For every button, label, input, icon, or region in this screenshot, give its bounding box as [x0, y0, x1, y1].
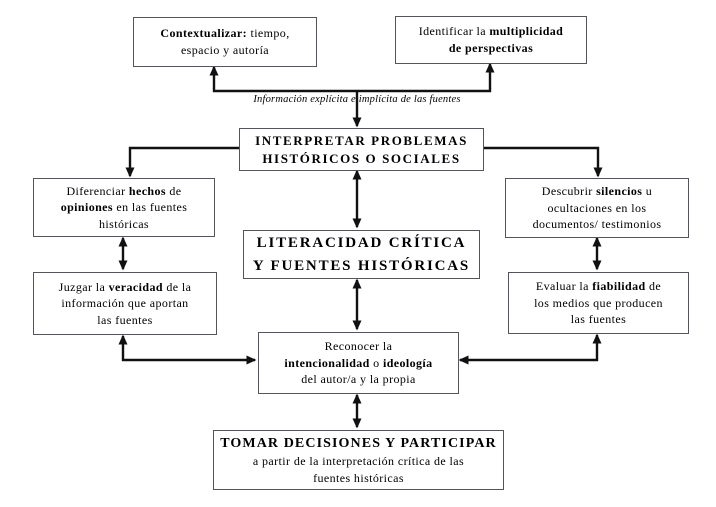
node-contextualizar: Contextualizar: tiempo, espacio y autorí… — [133, 17, 317, 67]
node-line: Identificar la multiplicidad — [419, 23, 564, 40]
node-literacidad: LITERACIDAD CRÍTICA Y FUENTES HISTÓRICAS — [243, 230, 480, 279]
arrow-interpretar-to-diferenciar — [125, 146, 239, 178]
node-line: TOMAR DECISIONES Y PARTICIPAR — [220, 434, 497, 453]
text-segment: ocultaciones en los — [547, 200, 647, 215]
node-line: a partir de la interpretación crítica de… — [253, 453, 464, 470]
node-line: información que aportan — [61, 295, 188, 312]
text-segment: LITERACIDAD CRÍTICA — [256, 235, 467, 251]
text-segment: de la — [162, 279, 192, 294]
text-segment: o — [369, 355, 383, 370]
text-segment: las fuentes — [570, 312, 627, 327]
text-segment: en las fuentes — [112, 200, 188, 215]
node-line: de perspectivas — [449, 40, 533, 57]
text-segment: INTERPRETAR PROBLEMAS — [255, 132, 468, 148]
text-segment: intencionalidad — [284, 355, 370, 370]
node-line: Descubrir silencios u — [542, 183, 652, 200]
text-segment: ideología — [382, 355, 433, 370]
node-interpretar: INTERPRETAR PROBLEMAS HISTÓRICOS O SOCIA… — [239, 128, 484, 171]
node-line: las fuentes — [97, 312, 152, 329]
node-line: ocultaciones en los — [548, 200, 647, 217]
text-segment: tiempo, — [247, 26, 290, 41]
node-line: Y FUENTES HISTÓRICAS — [253, 255, 470, 278]
text-segment: Reconocer la — [324, 339, 393, 354]
text-segment: de perspectivas — [448, 41, 534, 55]
node-identificar: Identificar la multiplicidad de perspect… — [395, 16, 587, 64]
node-tomar-decisiones: TOMAR DECISIONES Y PARTICIPAR a partir d… — [213, 430, 504, 490]
text-segment: a partir de la interpretación crítica de… — [252, 454, 465, 469]
node-line: espacio y autoría — [181, 42, 269, 59]
text-segment: Contextualizar: — [160, 26, 248, 41]
fork-caption: Información explícita e implícita de las… — [253, 94, 461, 105]
text-segment: u — [642, 184, 653, 199]
text-segment: las fuentes — [97, 312, 153, 327]
text-segment: silencios — [596, 184, 643, 199]
text-segment: Evaluar la — [535, 279, 593, 294]
text-segment: del autor/a y la propia — [301, 372, 416, 387]
text-segment: espacio y autoría — [180, 43, 270, 57]
node-line: Reconocer la — [325, 338, 393, 355]
arrow-fork-to-identificar — [357, 62, 495, 93]
node-line: Evaluar la fiabilidad de — [536, 278, 661, 295]
node-line: los medios que producen — [534, 295, 663, 312]
node-line: INTERPRETAR PROBLEMAS — [255, 132, 468, 150]
node-line: HISTÓRICOS O SOCIALES — [262, 150, 460, 168]
text-segment: HISTÓRICOS O SOCIALES — [262, 150, 461, 166]
text-segment: fiabilidad — [592, 279, 646, 294]
arrow-juzgar-reconocer — [118, 334, 257, 365]
text-segment: Diferenciar — [66, 183, 129, 198]
text-segment: de — [165, 183, 182, 198]
node-line: Diferenciar hechos de — [66, 183, 181, 200]
node-juzgar: Juzgar la veracidad de la información qu… — [33, 272, 217, 335]
text-segment: documentos/ testimonios — [532, 217, 662, 232]
text-segment: TOMAR DECISIONES Y PARTICIPAR — [220, 435, 497, 451]
node-line: Juzgar la veracidad de la — [59, 279, 192, 296]
node-line: históricas — [99, 216, 149, 233]
node-line: documentos/ testimonios — [533, 216, 662, 233]
arrow-interpretar-to-descubrir — [482, 146, 603, 178]
arrow-evaluar-reconocer — [458, 333, 602, 365]
text-segment: fuentes históricas — [313, 470, 404, 485]
node-line: opiniones en las fuentes — [61, 199, 188, 216]
node-line: del autor/a y la propia — [301, 371, 416, 388]
text-segment: veracidad — [108, 279, 163, 294]
node-line: las fuentes — [571, 311, 626, 328]
arrow-fork-to-contextualizar — [209, 65, 357, 93]
text-segment: de — [645, 279, 662, 294]
text-segment: Juzgar la — [58, 279, 109, 294]
text-segment: los medios que producen — [534, 295, 663, 310]
text-segment: Identificar la — [418, 24, 490, 39]
node-descubrir: Descubrir silencios u ocultaciones en lo… — [505, 178, 689, 238]
node-line: fuentes históricas — [313, 470, 404, 487]
node-line: Contextualizar: tiempo, — [160, 25, 289, 42]
text-segment: opiniones — [60, 200, 113, 215]
node-diferenciar: Diferenciar hechos de opiniones en las f… — [33, 178, 215, 237]
text-segment: hechos — [128, 183, 166, 198]
text-segment: Descubrir — [541, 184, 597, 199]
node-evaluar: Evaluar la fiabilidad de los medios que … — [508, 272, 689, 334]
text-segment: Y FUENTES HISTÓRICAS — [252, 257, 471, 274]
text-segment: históricas — [99, 216, 149, 231]
node-reconocer: Reconocer la intencionalidad o ideología… — [258, 332, 459, 394]
text-segment: información que aportan — [61, 296, 189, 311]
node-line: LITERACIDAD CRÍTICA — [257, 232, 467, 255]
node-line: intencionalidad o ideología — [284, 355, 432, 372]
text-segment: multiplicidad — [489, 24, 564, 39]
